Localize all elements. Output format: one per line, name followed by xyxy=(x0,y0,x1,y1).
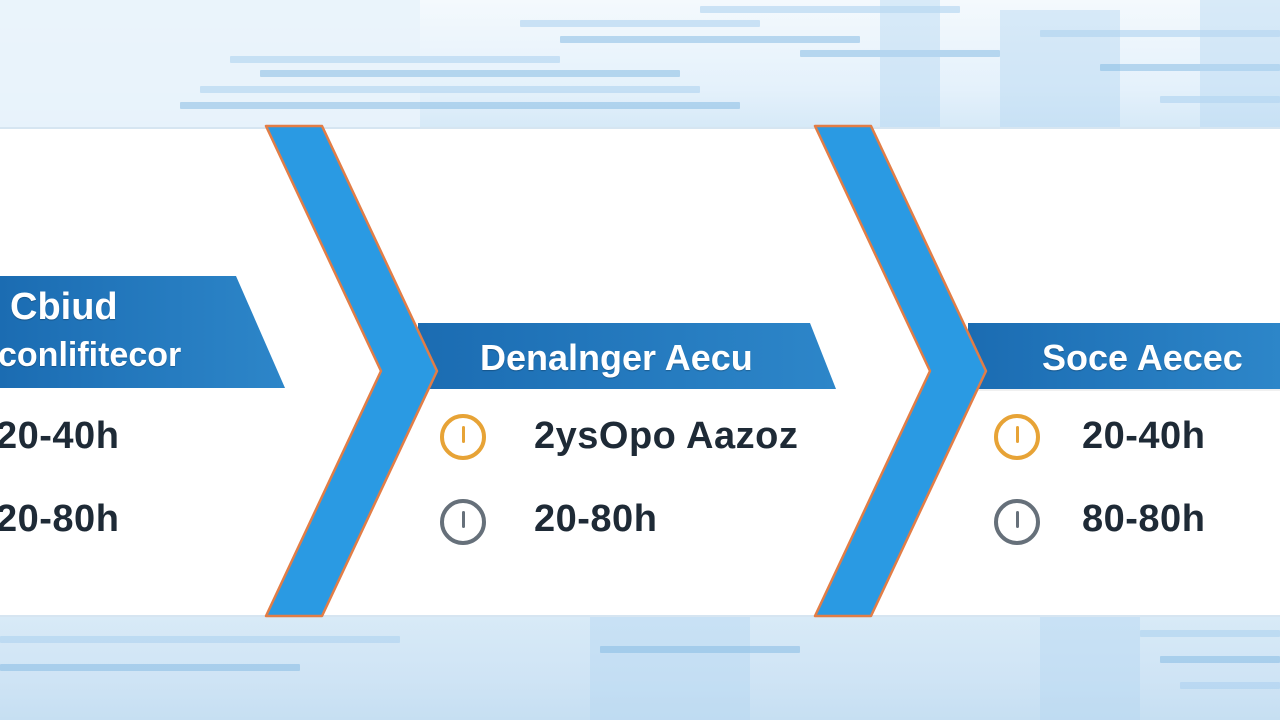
clock-icon xyxy=(440,414,486,460)
background-building xyxy=(880,0,940,128)
background-building xyxy=(1200,0,1280,128)
stage-1-title-line-1: Cbiud xyxy=(10,286,118,328)
footer-background-band xyxy=(0,616,1280,720)
background-stripe xyxy=(1040,30,1280,37)
background-stripe xyxy=(180,102,740,109)
clock-icon xyxy=(994,414,1040,460)
chevron-arrow-1 xyxy=(264,124,439,618)
background-building xyxy=(590,616,750,720)
background-stripe xyxy=(1180,682,1280,689)
clock-hand xyxy=(462,511,465,528)
panel-top-border xyxy=(0,127,1280,129)
stage-1-duration-1: 20-40h xyxy=(0,415,120,457)
background-stripe xyxy=(1160,96,1280,103)
background-stripe xyxy=(560,36,860,43)
stage-3-duration-1: 20-40h xyxy=(1082,415,1206,457)
stage-3-title: Soce Aecec xyxy=(1042,337,1243,378)
clock-hand xyxy=(1016,511,1019,528)
background-stripe xyxy=(800,50,1000,57)
stage-3-duration-2: 80-80h xyxy=(1082,498,1206,540)
clock-icon xyxy=(994,499,1040,545)
background-stripe xyxy=(700,6,960,13)
header-background-band xyxy=(0,0,1280,128)
stage-2-title: Denalnger Aecu xyxy=(480,337,753,378)
background-stripe xyxy=(1140,630,1280,637)
stage-1-banner xyxy=(0,276,285,388)
background-stripe xyxy=(230,56,560,63)
stage-1-duration-2: 20-80h xyxy=(0,498,120,540)
chevron-arrow-2 xyxy=(813,124,988,618)
clock-hand xyxy=(1016,426,1019,443)
stage-3-banner xyxy=(968,323,1280,389)
background-stripe xyxy=(600,646,800,653)
background-stripe xyxy=(0,636,400,643)
background-building xyxy=(1040,616,1140,720)
clock-icon xyxy=(440,499,486,545)
panel-bottom-border xyxy=(0,615,1280,617)
background-stripe xyxy=(200,86,700,93)
clock-hand xyxy=(462,426,465,443)
background-stripe xyxy=(260,70,680,77)
stage-2-duration-2: 20-80h xyxy=(534,498,658,540)
background-stripe xyxy=(520,20,760,27)
stage-2-banner xyxy=(418,323,836,389)
stage-1-title-line-2: conlifitecor xyxy=(0,336,182,374)
background-stripe xyxy=(1100,64,1280,71)
stage-2-duration-1: 2ysOpo Aazoz xyxy=(534,415,799,457)
background-stripe xyxy=(1160,656,1280,663)
background-stripe xyxy=(0,664,300,671)
